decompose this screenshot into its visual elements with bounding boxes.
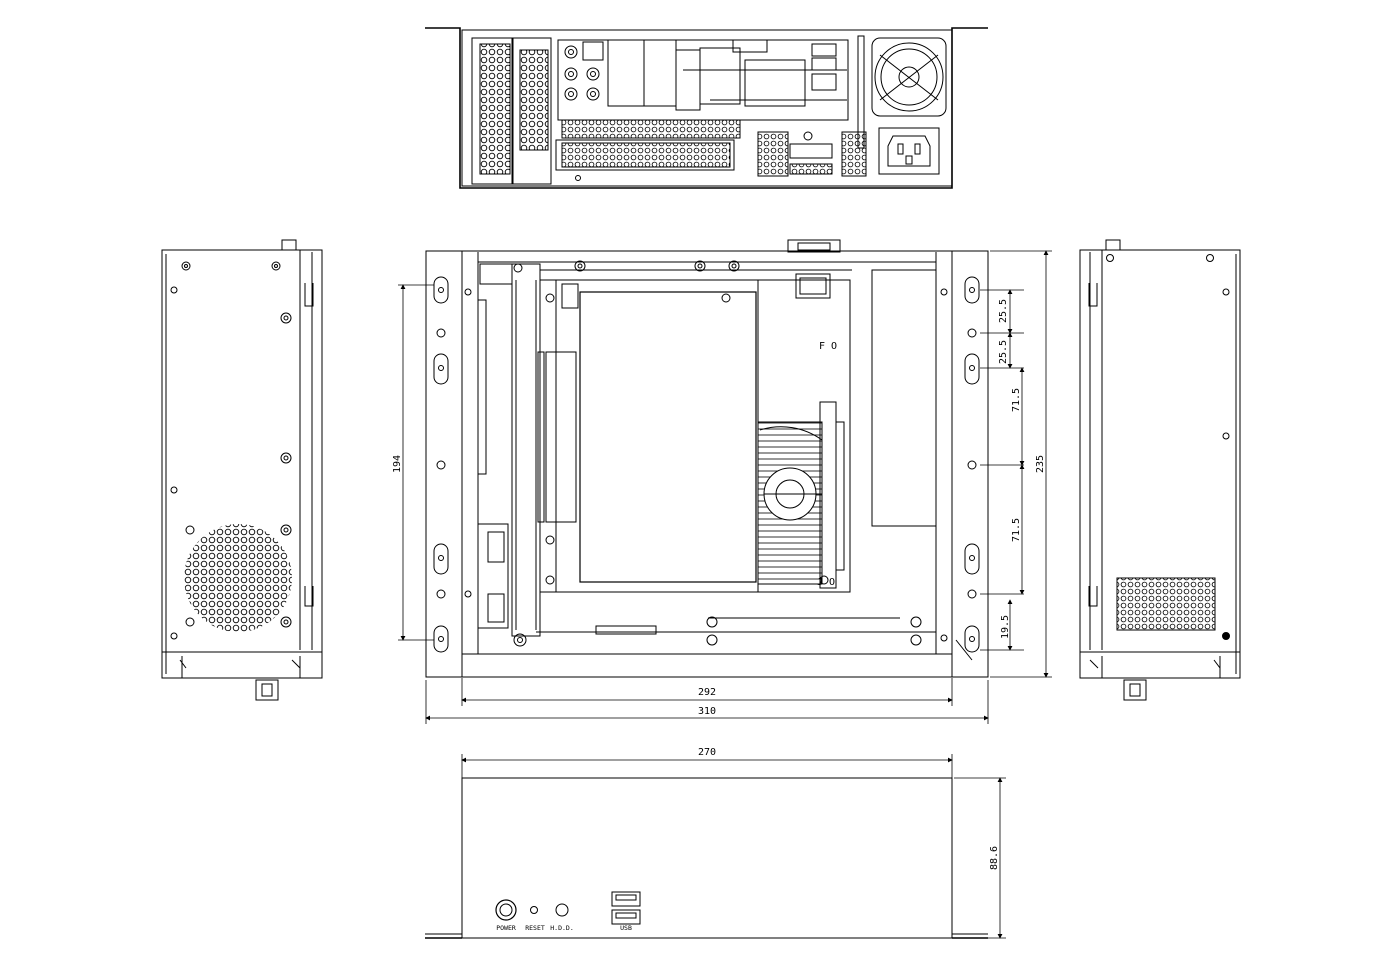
dim-offset: 19.5 bbox=[1000, 615, 1011, 639]
front-panel-labels: POWER RESET H.D.D. USB bbox=[496, 924, 632, 932]
front-view bbox=[425, 777, 988, 939]
dimension-lines bbox=[398, 250, 1052, 939]
board-marks: F O J O bbox=[817, 341, 837, 588]
dim-mount-width: 292 bbox=[698, 687, 716, 698]
right-side-view bbox=[1079, 239, 1241, 701]
power-label: POWER bbox=[496, 924, 516, 932]
left-side-view bbox=[161, 239, 323, 701]
dimension-labels: 292 310 270 235 194 25.5 25.5 71.5 71.5 … bbox=[392, 299, 1046, 870]
rear-view bbox=[425, 27, 988, 189]
hdd-label: H.D.D. bbox=[550, 924, 573, 932]
dim-pitch-c: 71.5 bbox=[1011, 388, 1022, 412]
dim-height: 88.6 bbox=[989, 846, 1000, 870]
usb-port-upper[interactable] bbox=[611, 891, 641, 907]
board-mark-top: F O bbox=[819, 341, 837, 352]
reset-label: RESET bbox=[525, 924, 545, 932]
reset-button[interactable] bbox=[530, 906, 538, 914]
power-button[interactable] bbox=[495, 899, 517, 921]
usb-port-lower[interactable] bbox=[611, 909, 641, 925]
board-mark-bottom: J O bbox=[817, 577, 835, 588]
dim-overall-width: 310 bbox=[698, 706, 716, 717]
dim-depth: 235 bbox=[1035, 455, 1046, 473]
dim-pitch-a: 25.5 bbox=[998, 299, 1009, 323]
dim-pitch-b: 25.5 bbox=[998, 340, 1009, 364]
hdd-led-icon bbox=[555, 903, 569, 917]
dim-slot-span: 194 bbox=[392, 455, 403, 473]
dim-pitch-d: 71.5 bbox=[1011, 518, 1022, 542]
top-view bbox=[425, 239, 989, 678]
dim-front-width: 270 bbox=[698, 747, 716, 758]
usb-label: USB bbox=[620, 924, 632, 932]
